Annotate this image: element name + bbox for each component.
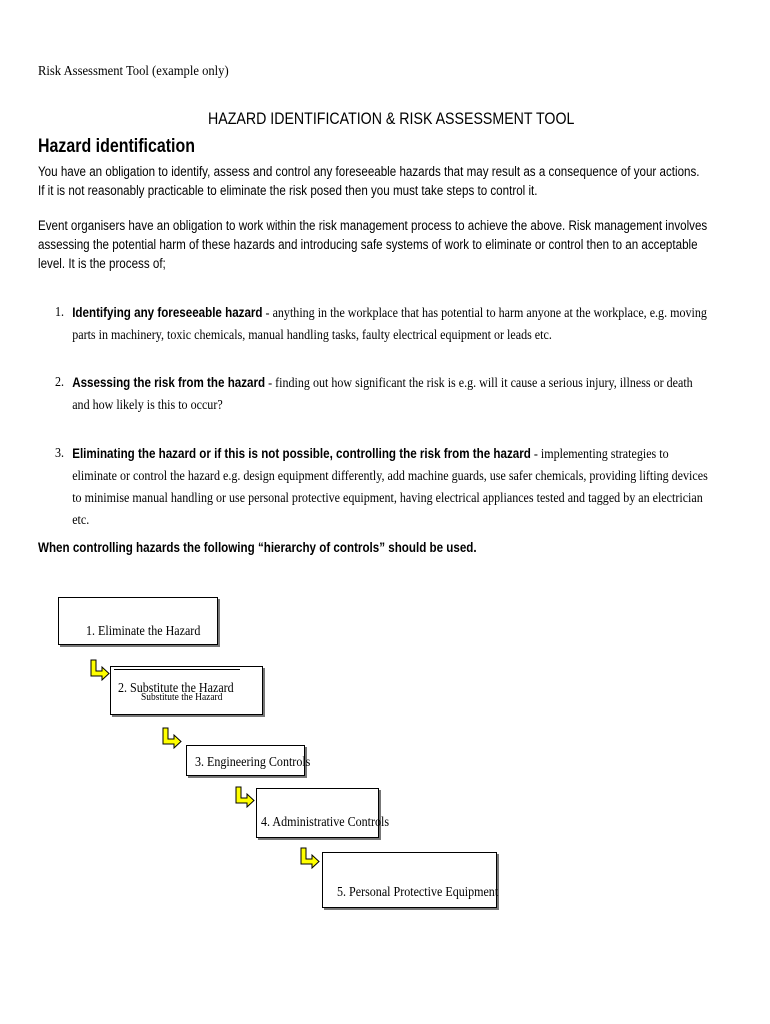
bent-arrow-icon bbox=[90, 659, 110, 681]
bent-arrow-icon bbox=[300, 847, 320, 869]
hierarchy-box-engineering: 3. Engineering Controls bbox=[186, 745, 310, 776]
section-heading: Hazard identification bbox=[38, 136, 195, 157]
list-item-number: 2. bbox=[55, 375, 65, 390]
hierarchy-label: 5. Personal Protective Equipment bbox=[337, 885, 499, 900]
hierarchy-label: 3. Engineering Controls bbox=[195, 755, 311, 770]
hierarchy-label: 2. Substitute the Hazard bbox=[118, 681, 234, 696]
list-item: 2. Assessing the risk from the hazard - … bbox=[55, 372, 709, 417]
list-item-text: - implementing strategies to eliminate o… bbox=[72, 447, 708, 528]
list-item-lead: Eliminating the hazard or if this is not… bbox=[72, 446, 531, 461]
hierarchy-note: When controlling hazards the following “… bbox=[38, 540, 477, 555]
bent-arrow-icon bbox=[162, 727, 182, 749]
list-item: 1. Identifying any foreseeable hazard - … bbox=[55, 302, 709, 347]
hierarchy-box-substitute: 2. Substitute the Hazard Substitute the … bbox=[110, 666, 263, 715]
document-title: HAZARD IDENTIFICATION & RISK ASSESSMENT … bbox=[208, 110, 575, 128]
document-header: Risk Assessment Tool (example only) bbox=[38, 64, 229, 79]
hierarchy-box-eliminate: 1. Eliminate the Hazard bbox=[58, 597, 218, 645]
process-paragraph: Event organisers have an obligation to w… bbox=[38, 218, 708, 271]
list-item-text: - anything in the workplace that has pot… bbox=[72, 306, 707, 343]
hierarchy-label: 4. Administrative Controls bbox=[261, 815, 390, 830]
list-item-lead: Assessing the risk from the hazard bbox=[72, 375, 266, 390]
list-item-text: - finding out how significant the risk i… bbox=[72, 376, 693, 413]
bent-arrow-icon bbox=[235, 786, 255, 808]
overlap-line bbox=[114, 666, 240, 670]
intro-paragraph: You have an obligation to identify, asse… bbox=[38, 164, 700, 198]
list-item-number: 3. bbox=[55, 446, 65, 461]
list-item-number: 1. bbox=[55, 305, 65, 320]
hierarchy-box-administrative: 4. Administrative Controls bbox=[256, 788, 389, 838]
list-item-lead: Identifying any foreseeable hazard bbox=[72, 305, 263, 320]
hierarchy-label: 1. Eliminate the Hazard bbox=[86, 624, 201, 639]
list-item: 3. Eliminating the hazard or if this is … bbox=[55, 443, 709, 532]
hierarchy-box-ppe: 5. Personal Protective Equipment bbox=[322, 852, 499, 908]
overlap-label: Substitute the Hazard bbox=[141, 691, 223, 703]
